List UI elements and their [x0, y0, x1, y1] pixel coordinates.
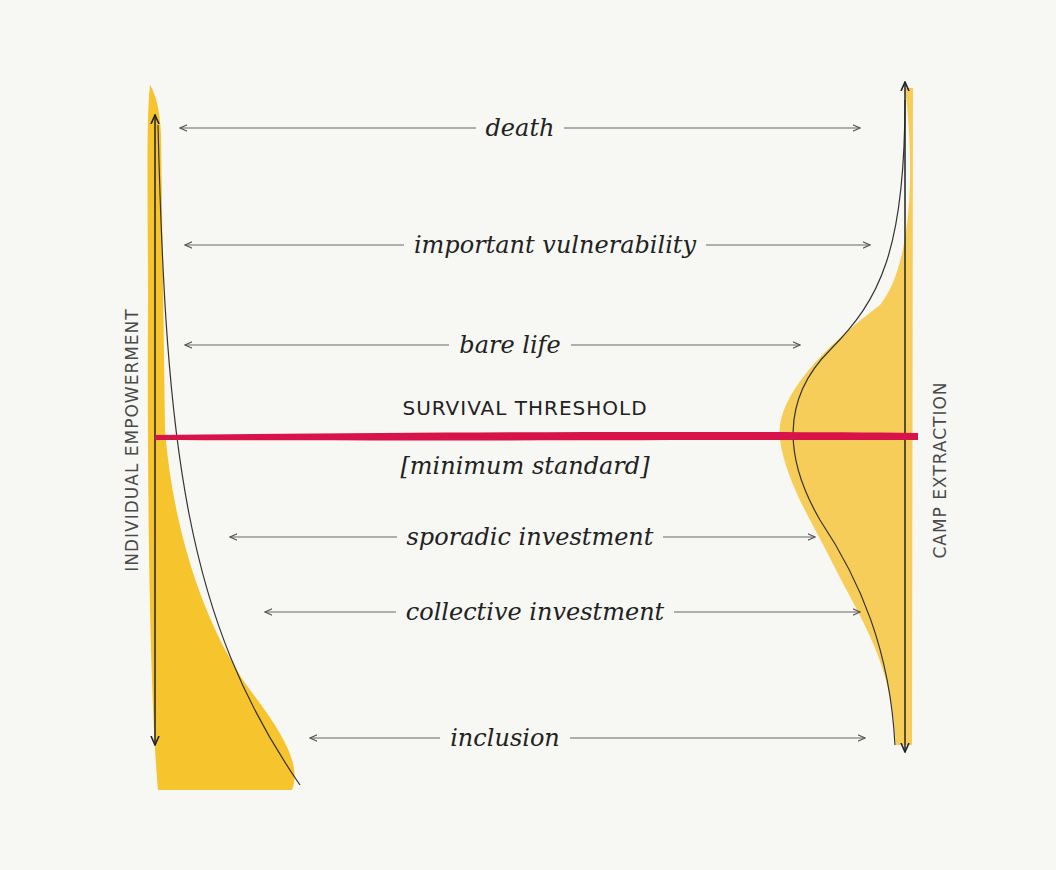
- right-wash: [779, 88, 913, 745]
- level-label: sporadic investment: [397, 523, 664, 551]
- level-label: inclusion: [440, 724, 570, 752]
- right-axis: [904, 82, 906, 752]
- axis-label: CAMP EXTRACTION: [930, 381, 950, 558]
- level-label: collective investment: [396, 598, 675, 626]
- threshold-note: [minimum standard]: [400, 452, 649, 480]
- level-label: important vulnerability: [404, 231, 706, 259]
- level-arrow: [310, 738, 865, 739]
- threshold-label: SURVIVAL THRESHOLD: [402, 396, 647, 420]
- threshold-line: [155, 432, 918, 440]
- axis-label: INDIVIDUAL EMPOWERMENT: [122, 308, 142, 571]
- level-label: death: [476, 114, 565, 142]
- right-curve: [793, 100, 905, 745]
- left-axis: [154, 115, 156, 745]
- left-curve: [158, 125, 300, 785]
- level-label: bare life: [449, 331, 570, 359]
